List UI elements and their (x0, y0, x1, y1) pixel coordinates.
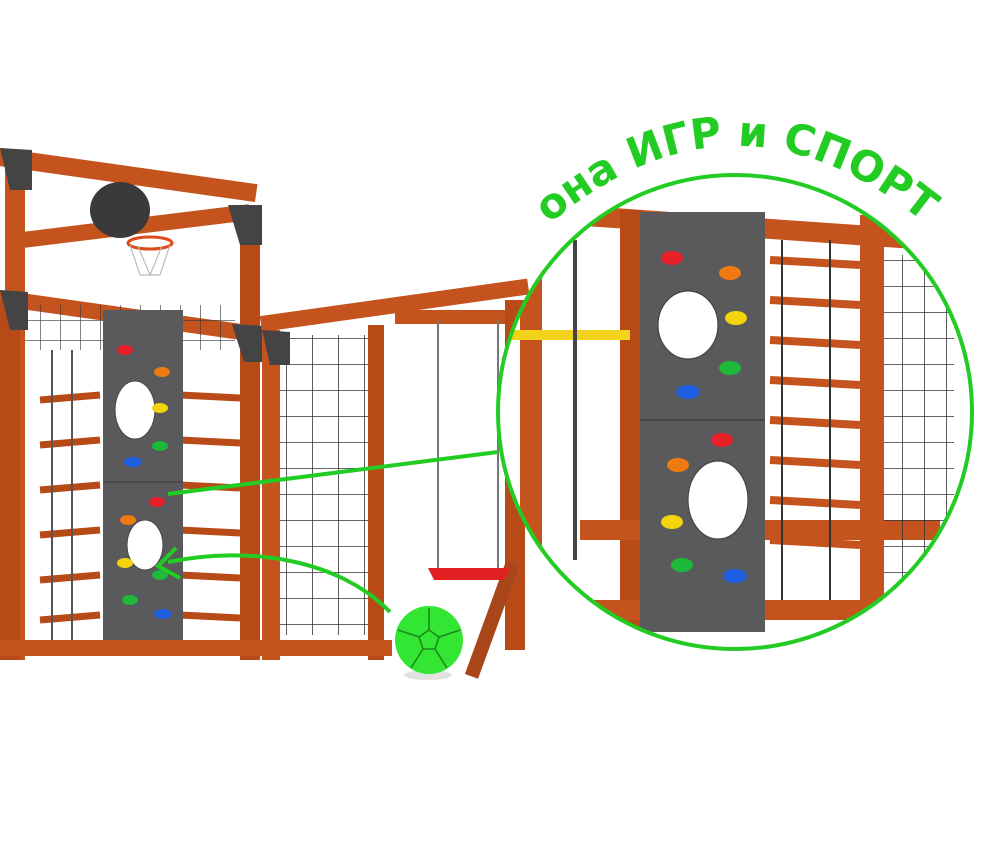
left-tower (0, 148, 270, 660)
basketball-backboard (90, 182, 150, 238)
climbing-holds (117, 345, 172, 619)
zoom-detail-circle (496, 173, 974, 651)
middle-net-section (259, 278, 555, 679)
soccer-ball-icon (395, 606, 463, 680)
basketball-hoop-icon (126, 235, 174, 276)
swing-seat-icon (428, 320, 510, 580)
zoom-connector-line (167, 450, 499, 496)
curved-arrow-icon (167, 553, 392, 614)
